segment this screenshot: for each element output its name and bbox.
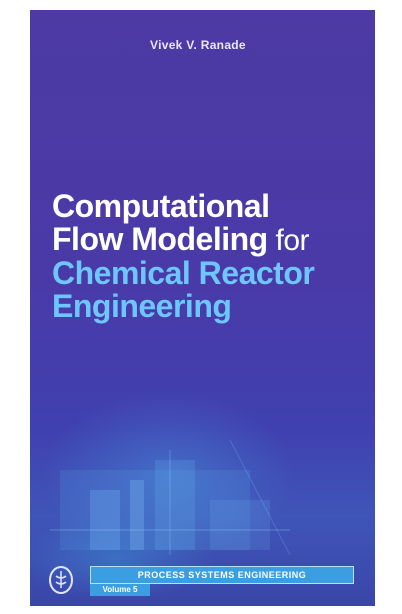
- title-line-3: Chemical Reactor: [52, 255, 315, 291]
- title-line-2-main: Flow Modeling: [52, 221, 268, 257]
- title-line-4: Engineering: [52, 288, 232, 324]
- series-name: PROCESS SYSTEMS ENGINEERING: [90, 566, 354, 584]
- volume-label: Volume 5: [90, 584, 150, 596]
- title-line-1: Computational: [52, 188, 270, 224]
- book-title: Computational Flow Modeling for Chemical…: [52, 190, 372, 323]
- cover-illustration: [50, 439, 291, 556]
- book-cover: Vivek V. Ranade Computational Flow Model…: [30, 10, 375, 606]
- publisher-logo-icon: [49, 566, 73, 594]
- title-line-2-for: for: [267, 224, 310, 257]
- title-line-2: Flow Modeling for: [52, 221, 372, 258]
- author-name: Vivek V. Ranade: [150, 38, 246, 52]
